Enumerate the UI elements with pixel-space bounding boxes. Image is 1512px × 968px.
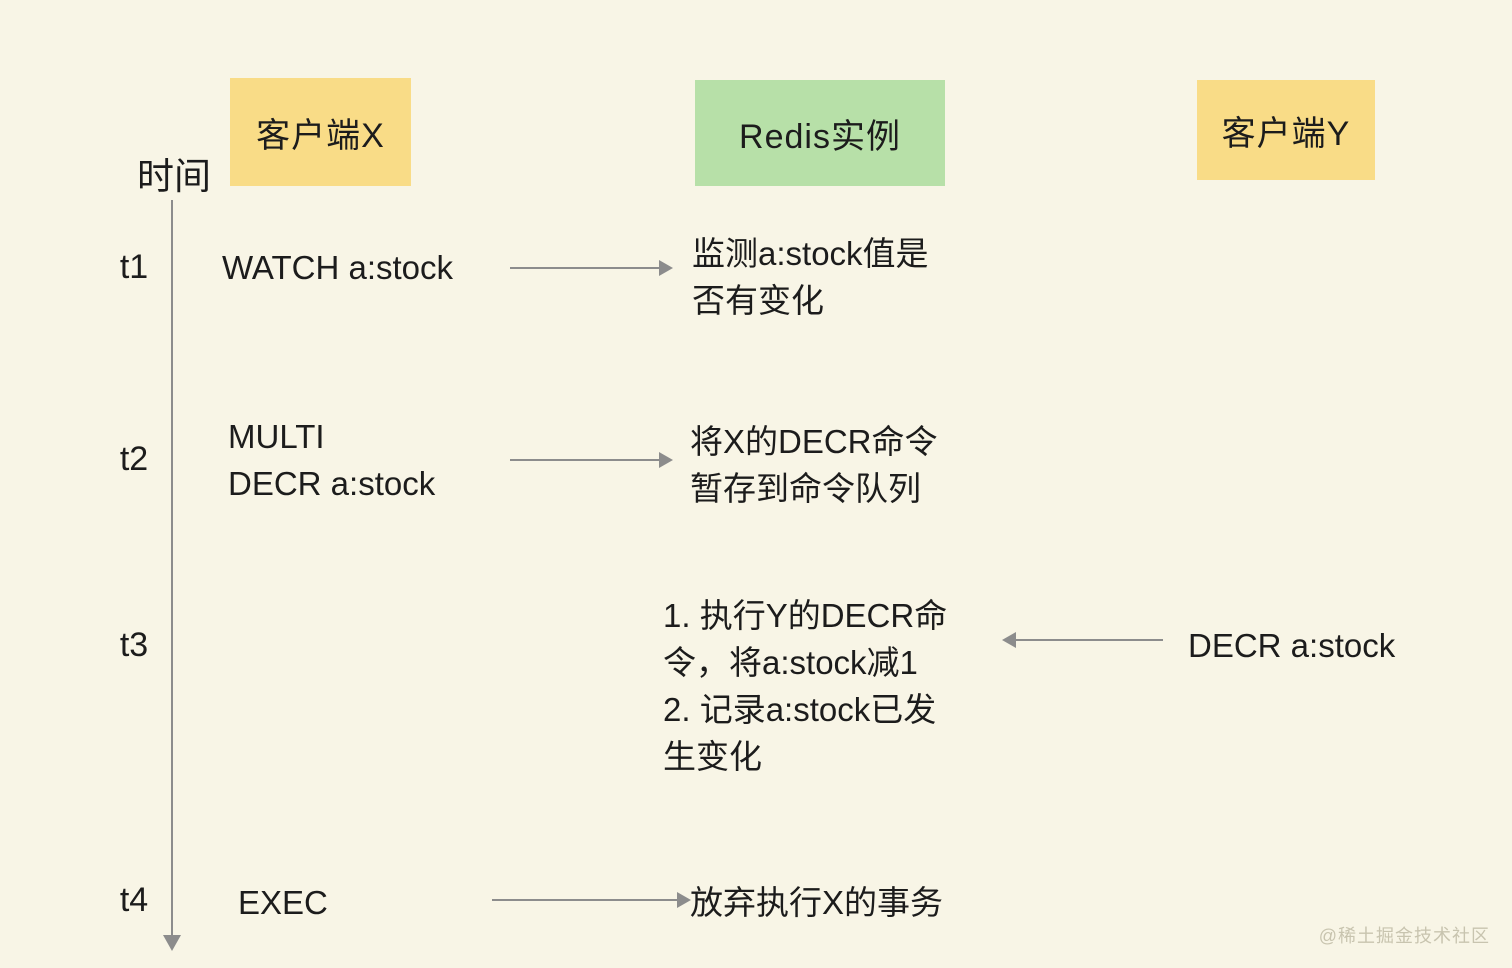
redis-note-t3: 1. 执行Y的DECR命 令，将a:stock减1 2. 记录a:stock已发…	[663, 597, 948, 775]
message-t4-exec-command: EXEC	[238, 884, 328, 921]
redis-note-t2: 将X的DECR命令 暂存到命令队列	[690, 423, 938, 507]
message-t2-multi-decr-commands: MULTI DECR a:stock	[228, 418, 436, 502]
actor-header-client-y: 客户端Y	[1197, 80, 1375, 180]
time-tick-t2: t2	[119, 440, 149, 478]
actor-header-client-x: 客户端X	[230, 78, 411, 186]
arrow-t4-client-x-to-redis	[492, 892, 691, 908]
time-tick-t1: t1	[119, 248, 149, 286]
arrow-t2-client-x-to-redis	[510, 452, 673, 468]
watermark: @稀土掘金技术社区	[1318, 926, 1490, 946]
arrow-t1-client-x-to-redis	[510, 260, 673, 276]
arrow-t3-client-y-to-redis	[1002, 632, 1163, 648]
actor-header-redis-instance: Redis实例	[695, 80, 945, 186]
time-tick-t3: t3	[119, 626, 149, 664]
time-axis-arrow	[163, 200, 181, 951]
time-axis-label: 时间	[137, 156, 211, 197]
time-tick-t4: t4	[119, 881, 149, 919]
message-t3-decr-command: DECR a:stock	[1188, 627, 1396, 664]
redis-note-t4: 放弃执行X的事务	[690, 884, 944, 921]
redis-note-t1: 监测a:stock值是 否有变化	[692, 235, 929, 319]
message-t1-watch-command: WATCH a:stock	[222, 249, 454, 286]
